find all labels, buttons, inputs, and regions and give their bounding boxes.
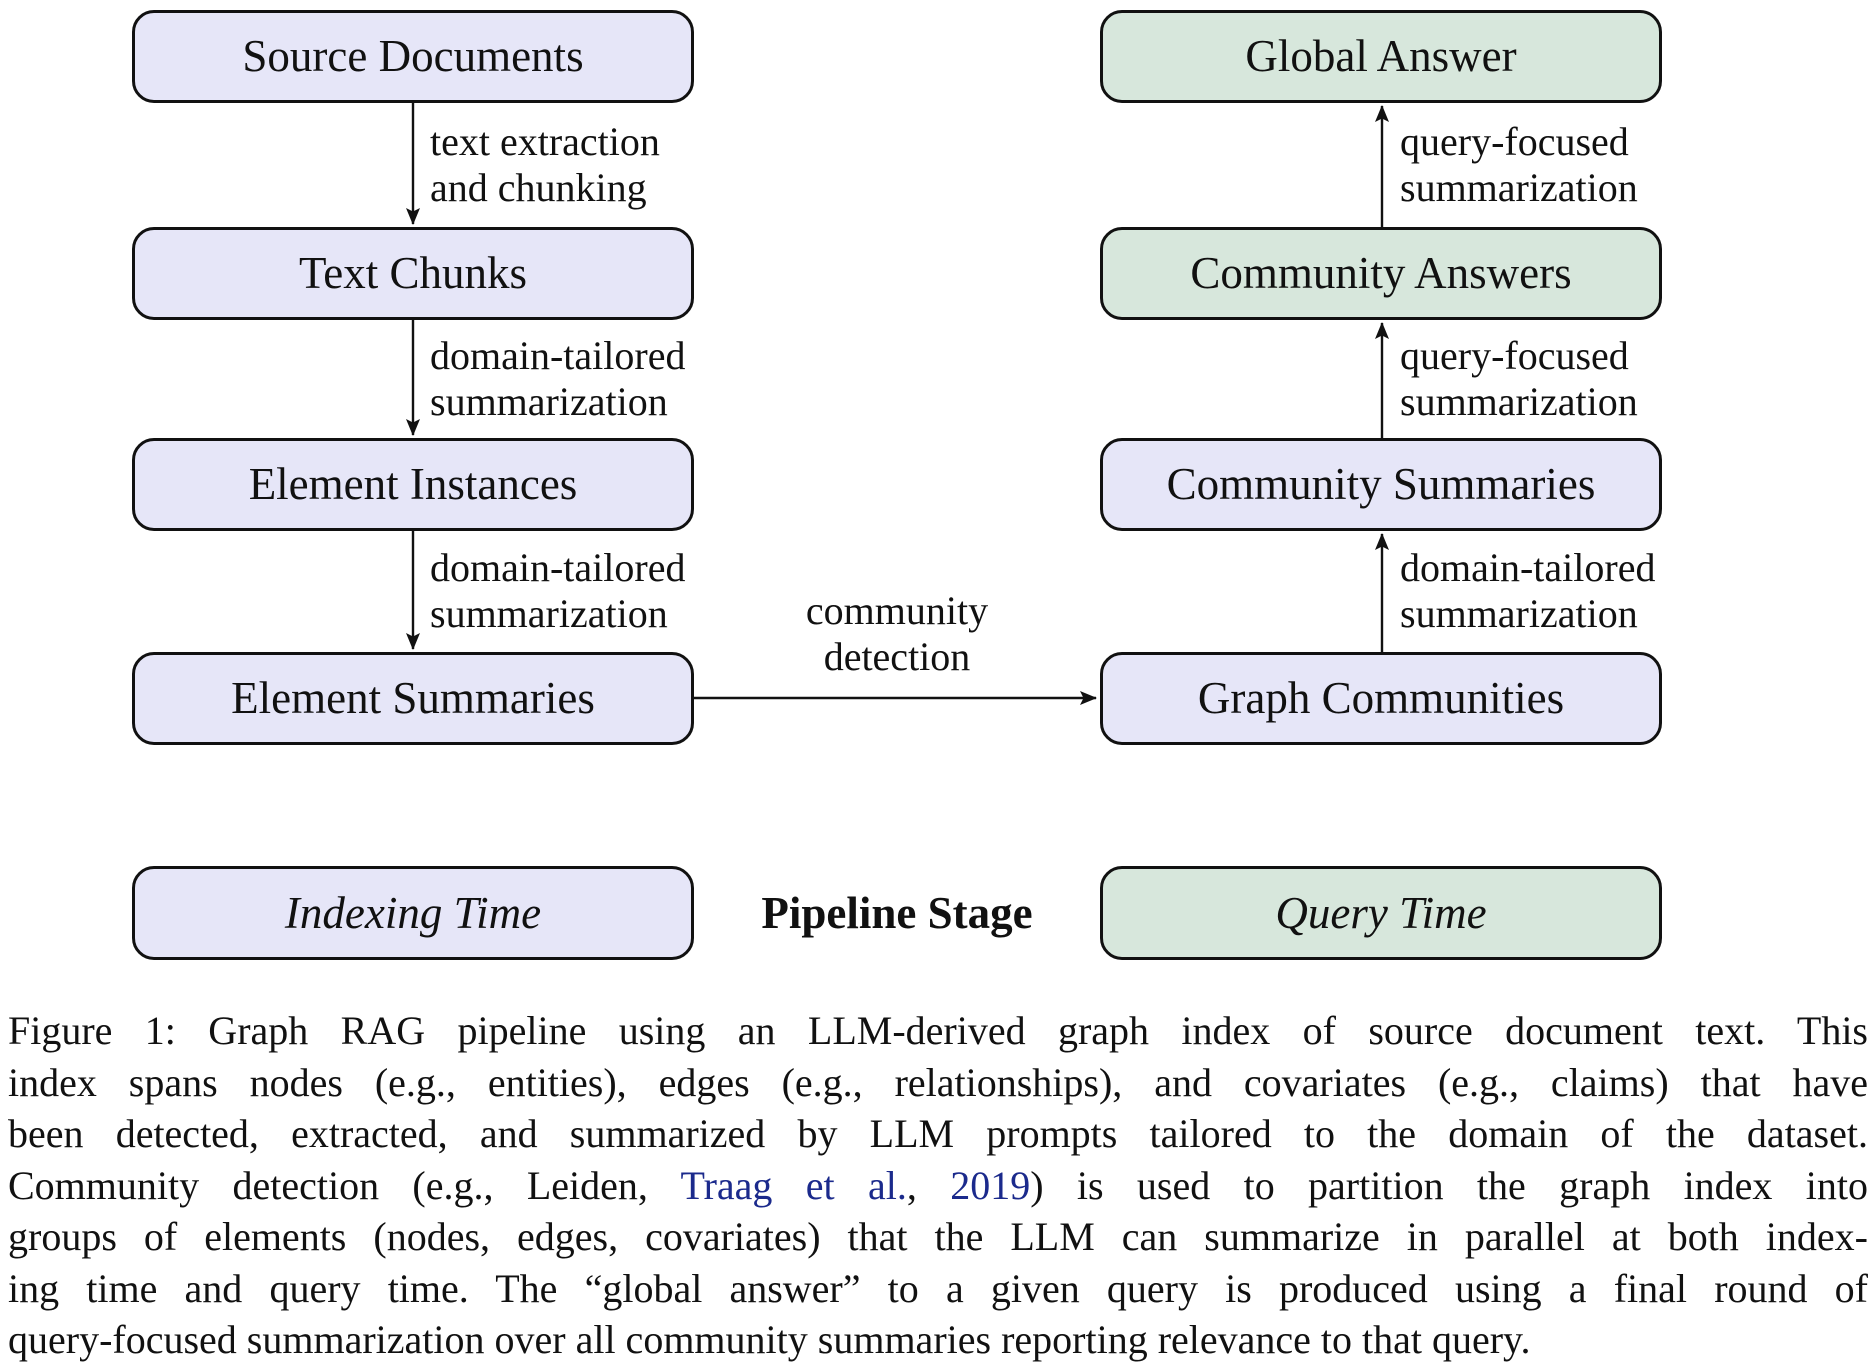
legend-query-time: Query Time	[1100, 866, 1662, 960]
node-label: Source Documents	[242, 31, 584, 81]
node-label: Text Chunks	[298, 248, 528, 298]
caption-line-3: been detected, extracted, and summarized…	[8, 1111, 1868, 1156]
caption-line-2: index spans nodes (e.g., entities), edge…	[8, 1059, 1868, 1105]
node-label: Element Summaries	[231, 673, 595, 723]
legend-label: Indexing Time	[284, 888, 542, 938]
node-source-documents: Source Documents	[132, 10, 694, 103]
node-label: Global Answer	[1245, 31, 1517, 81]
edge-label-community-detection: community detection	[805, 588, 989, 679]
edge-label-domain-tailored-2: domain-tailored summarization	[430, 545, 686, 636]
edge-label-text-extraction: text extraction and chunking	[430, 119, 660, 210]
citation-link-2019[interactable]: 2019	[950, 1162, 1031, 1208]
node-graph-communities: Graph Communities	[1100, 652, 1662, 745]
caption-line-4: Community detection (e.g., Leiden, Traag…	[8, 1162, 1869, 1208]
legend-indexing-time: Indexing Time	[132, 866, 694, 960]
legend-pipeline-stage: Pipeline Stage	[694, 866, 1100, 960]
node-label: Community Summaries	[1166, 459, 1596, 509]
node-label: Graph Communities	[1197, 673, 1565, 723]
edge-label-domain-tailored-1: domain-tailored summarization	[430, 333, 686, 424]
flow-arrows	[406, 103, 1389, 705]
node-label: Element Instances	[248, 459, 578, 509]
legend-label: Query Time	[1275, 888, 1487, 938]
edge-label-query-focused-2: query-focused summarization	[1400, 333, 1638, 424]
citation-link-traag-et-al[interactable]: Traag et al.	[680, 1162, 907, 1208]
caption-line-7: query-focused summarization over all com…	[8, 1317, 1531, 1362]
caption-line-5: groups of elements (nodes, edges, covari…	[8, 1214, 1868, 1259]
legend-label: Pipeline Stage	[761, 888, 1033, 938]
node-community-summaries: Community Summaries	[1100, 438, 1662, 531]
node-global-answer: Global Answer	[1100, 10, 1662, 103]
caption-line-1: Figure 1: Graph RAG pipeline using an LL…	[8, 1008, 1868, 1053]
node-element-summaries: Element Summaries	[132, 652, 694, 745]
edge-label-query-focused-1: query-focused summarization	[1400, 119, 1638, 210]
node-community-answers: Community Answers	[1100, 227, 1662, 320]
edge-label-domain-tailored-3: domain-tailored summarization	[1400, 545, 1656, 636]
figure-caption: Figure 1: Graph RAG pipeline using an LL…	[8, 1005, 1868, 1366]
node-element-instances: Element Instances	[132, 438, 694, 531]
node-text-chunks: Text Chunks	[132, 227, 694, 320]
node-label: Community Answers	[1190, 248, 1572, 298]
caption-line-6: ing time and query time. The “global ans…	[8, 1265, 1868, 1311]
